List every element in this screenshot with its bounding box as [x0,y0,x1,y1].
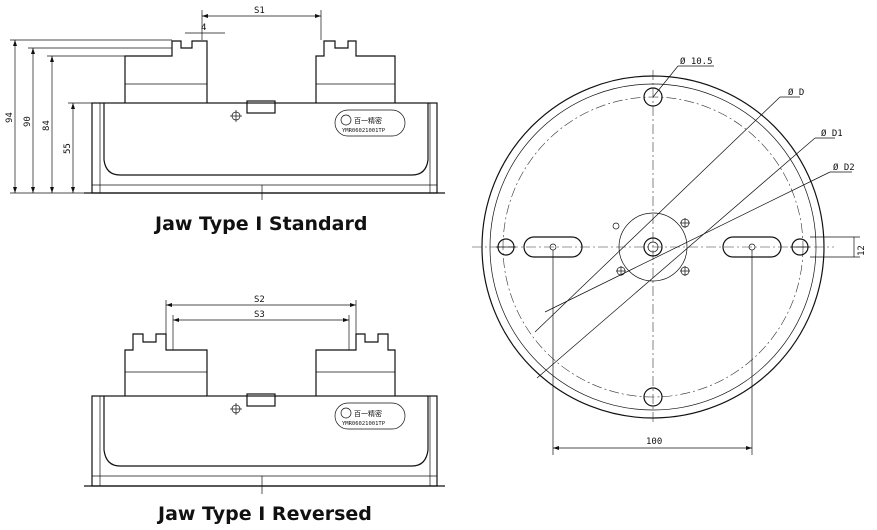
caption-reversed: Jaw Type I Reversed [158,503,372,525]
dim-s1-label: S1 [254,6,265,16]
dim-d2-label: Ø D2 [833,162,855,173]
dim-84-label: 84 [42,120,52,131]
standard-vise-view: 百一精密 YMR06021001TP S1 4 94 90 84 55 [5,6,445,200]
dim-offset-label: 12 [857,245,867,256]
dim-spacing-label: 100 [646,437,662,447]
reversed-logo-plate [334,402,406,430]
standard-logo-brand: 百一精密 [354,116,382,125]
dim-d1-label: Ø D1 [821,128,843,139]
top-bolt-hole [643,87,663,107]
standard-logo-model: YMR06021001TP [342,128,386,134]
reversed-logo-model: YMR06021001TP [342,421,386,427]
standard-logo-plate [334,109,406,137]
dim-jaw-gap-label: 4 [201,23,206,33]
dim-90-label: 90 [23,116,33,127]
reversed-base-body [91,395,438,487]
standard-left-jaw [124,40,208,103]
dim-s3-label: S3 [254,310,265,320]
reversed-vise-view: 百一精密 YMR06021001TP S2 S3 [84,295,445,494]
dim-55-label: 55 [63,143,73,154]
center-hub [618,212,688,282]
dim-94-label: 94 [5,112,15,123]
dim-s2-label: S2 [254,295,265,305]
base-plan-view: Ø D Ø D1 Ø D2 Ø 10.5 12 100 [472,56,867,455]
standard-right-jaw [315,40,396,103]
reversed-right-jaw [315,333,396,396]
caption-standard: Jaw Type I Standard [155,213,368,235]
standard-base-body [91,102,438,194]
reversed-left-jaw [124,333,208,396]
dim-d-label: Ø D [788,87,804,98]
bottom-bolt-hole [643,387,663,407]
dim-bolt-dia-label: Ø 10.5 [680,56,713,67]
reversed-logo-brand: 百一精密 [354,409,382,418]
